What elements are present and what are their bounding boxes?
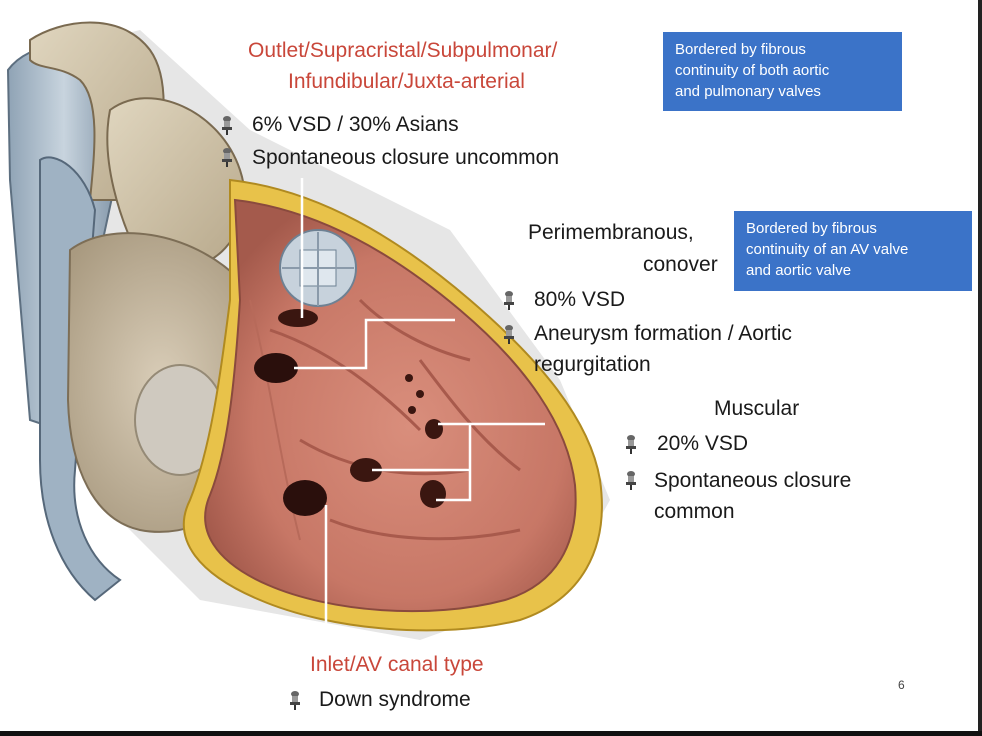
outlet-heading-line1: Outlet/Supracristal/Subpulmonar/: [248, 39, 558, 62]
perimembranous-bullet-1: 80% VSD: [534, 288, 626, 311]
outlet-note-box: Bordered by fibrous continuity of both a…: [663, 32, 902, 111]
outlet-note-line-3: and pulmonary valves: [675, 83, 821, 100]
perimembranous-heading-line1: Perimembranous,: [528, 221, 694, 244]
page-marker: 6: [898, 678, 905, 692]
outlet-note-line-1: Bordered by fibrous: [675, 41, 806, 58]
inlet-heading: Inlet/AV canal type: [310, 653, 484, 676]
outlet-heading-line2: Infundibular/Juxta-arterial: [288, 70, 525, 93]
perimembranous-note-line-1: Bordered by fibrous: [746, 220, 877, 237]
perimembranous-note-line-2: continuity of an AV valve: [746, 241, 909, 258]
pushpin-bullet-icon: [222, 116, 232, 135]
pushpin-bullet-icon: [504, 291, 514, 310]
perimembranous-bullet-2: Aneurysm formation / Aortic: [534, 322, 792, 345]
pushpin-bullet-icon: [222, 148, 232, 167]
slide-right-border: [978, 0, 982, 736]
perimembranous-bullet-2-cont: regurgitation: [534, 353, 651, 376]
outlet-bullet-2: Spontaneous closure uncommon: [252, 146, 560, 169]
slide-bottom-border: [0, 731, 982, 736]
pushpin-bullet-icon: [626, 435, 636, 454]
perimembranous-note-box: Bordered by fibrous continuity of an AV …: [734, 211, 972, 291]
pushpin-bullet-icon: [290, 691, 300, 710]
muscular-bullet-2-cont: common: [654, 500, 735, 523]
muscular-bullet-2: Spontaneous closure: [654, 469, 852, 492]
perimembranous-note-line-3: and aortic valve: [746, 262, 852, 279]
muscular-bullet-1: 20% VSD: [657, 432, 749, 455]
muscular-heading: Muscular: [714, 397, 800, 420]
outlet-bullet-1: 6% VSD / 30% Asians: [252, 113, 459, 136]
inlet-bullet-1: Down syndrome: [319, 688, 471, 711]
outlet-note-line-2: continuity of both aortic: [675, 62, 830, 79]
pushpin-bullet-icon: [504, 325, 514, 344]
pushpin-bullet-icon: [626, 471, 636, 490]
perimembranous-heading-line2: conover: [643, 253, 718, 276]
